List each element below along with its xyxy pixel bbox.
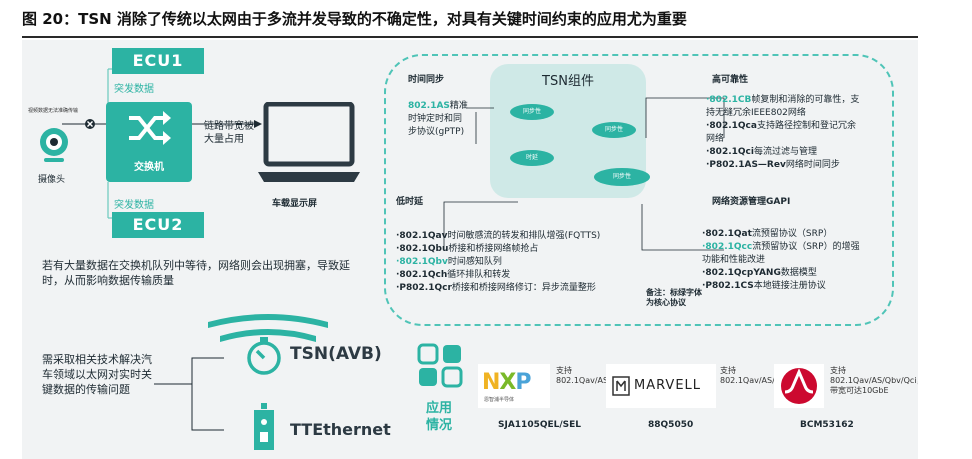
tsn-node-sync-3: 同步性 xyxy=(594,168,650,186)
tsn-center-label: TSN组件 xyxy=(542,74,594,89)
tsn-cluster xyxy=(384,54,894,326)
tower-icon xyxy=(254,403,274,450)
vendor-marvell-logo: MARVELL xyxy=(606,364,716,408)
latency-title: 低时延 xyxy=(396,197,424,207)
marvell-logo-text: MARVELL xyxy=(634,378,702,393)
switch-box: 交换机 xyxy=(106,102,192,182)
bandwidth-note: 链路带宽被大量占用 xyxy=(204,121,254,145)
stopwatch-icon xyxy=(247,337,281,375)
wave-logo-icon xyxy=(781,368,817,404)
vendor-broadcom-logo xyxy=(774,364,824,408)
time-sync-text: 802.1AS精准 时钟定时和同 步协议(gPTP) xyxy=(408,101,468,137)
camera-icon xyxy=(40,128,68,162)
nxp-logo-x: X xyxy=(499,370,516,395)
shuffle-icon xyxy=(129,111,171,145)
monitor-icon xyxy=(258,102,360,182)
core-protocol-remark: 备注：标绿字体为核心协议 xyxy=(646,288,702,307)
figure-header: 图 20：TSN 消除了传统以太网由于多流并发导致的不确定性，对具有关键时间约束… xyxy=(0,0,972,40)
ecu1-box: ECU1 xyxy=(112,48,204,74)
vendor-marvell-model: 88Q5050 xyxy=(648,420,694,430)
vendor-nxp-model: SJA1105QEL/SEL xyxy=(498,420,582,430)
resource-title: 网络资源管理GAPI xyxy=(712,197,791,207)
nxp-logo-text: NXP xyxy=(482,370,532,395)
blocked-icon xyxy=(85,119,95,129)
vendor-marvell-note: 支持802.1Qav/AS/Qbv xyxy=(720,366,791,385)
resource-text: ·802.1Qat流预留协议（SRP） ·802.1Qcc流预留协议（SRP）的… xyxy=(702,229,860,291)
marvell-mark-icon xyxy=(612,376,630,396)
congestion-caption: 若有大量数据在交换机队列中等待，网络则会出现拥塞，导致延时，从而影响数据传输质量 xyxy=(42,259,350,287)
reliability-text: ·802.1CB帧复制和消除的可靠性，支 持无缝冗余IEEE802网络 ·802… xyxy=(706,95,860,170)
vendor-broadcom-note: 支持802.1Qav/AS/Qbv/Qci，带宽可达10GbE xyxy=(830,366,918,395)
nxp-logo-p: P xyxy=(515,370,531,395)
tsn-avb-label: TSN(AVB) xyxy=(290,344,382,364)
vendor-nxp-note: 支持802.1Qav/AS/Qbv/Qci xyxy=(556,366,643,385)
nxp-logo-sub: 恩智浦半导体 xyxy=(484,397,515,403)
ecu2-box: ECU2 xyxy=(112,212,204,238)
reliability-title: 高可靠性 xyxy=(712,75,749,85)
figure-title: 图 20：TSN 消除了传统以太网由于多流并发导致的不确定性，对具有关键时间约束… xyxy=(22,10,687,28)
latency-text: ·802.1Qav时间敏感流的转发和排队增强(FQTTS) ·802.1Qbu桥… xyxy=(396,231,601,293)
time-sync-title: 时间同步 xyxy=(408,75,445,85)
tsn-node-sync-1: 同步性 xyxy=(510,104,554,120)
camera-tag: 视频数据无法准确传输 xyxy=(28,108,79,114)
grid-icon xyxy=(417,343,463,388)
ttethernet-label: TTEthernet xyxy=(290,420,391,439)
vendor-nxp-logo: NXP 恩智浦半导体 xyxy=(478,364,550,408)
diagram-panel: ECU1 突发数据 ECU2 突发数据 视频数据无法准确传输 摄像头 交换机 链… xyxy=(22,40,918,459)
application-label: 应用情况 xyxy=(426,401,453,433)
display-label: 车载显示屏 xyxy=(272,199,318,209)
adopt-note: 需采取相关技术解决汽车领域以太网对实时关键数据的传输问题 xyxy=(42,353,152,396)
signal-bars xyxy=(208,314,328,342)
flow-lines xyxy=(62,68,262,219)
tsn-node-sync-2: 同步性 xyxy=(592,122,636,138)
vendor-broadcom-model: BCM53162 xyxy=(800,420,854,430)
title-rule xyxy=(22,36,918,38)
burst-data-top: 突发数据 xyxy=(114,84,154,95)
nxp-logo-n: N xyxy=(482,370,500,395)
tsn-node-latency: 时延 xyxy=(510,150,554,166)
burst-data-bottom: 突发数据 xyxy=(114,200,154,211)
bracket-lines xyxy=(154,357,224,431)
camera-label: 摄像头 xyxy=(38,175,66,185)
tsn-connectors xyxy=(443,97,725,251)
switch-label: 交换机 xyxy=(134,162,164,173)
